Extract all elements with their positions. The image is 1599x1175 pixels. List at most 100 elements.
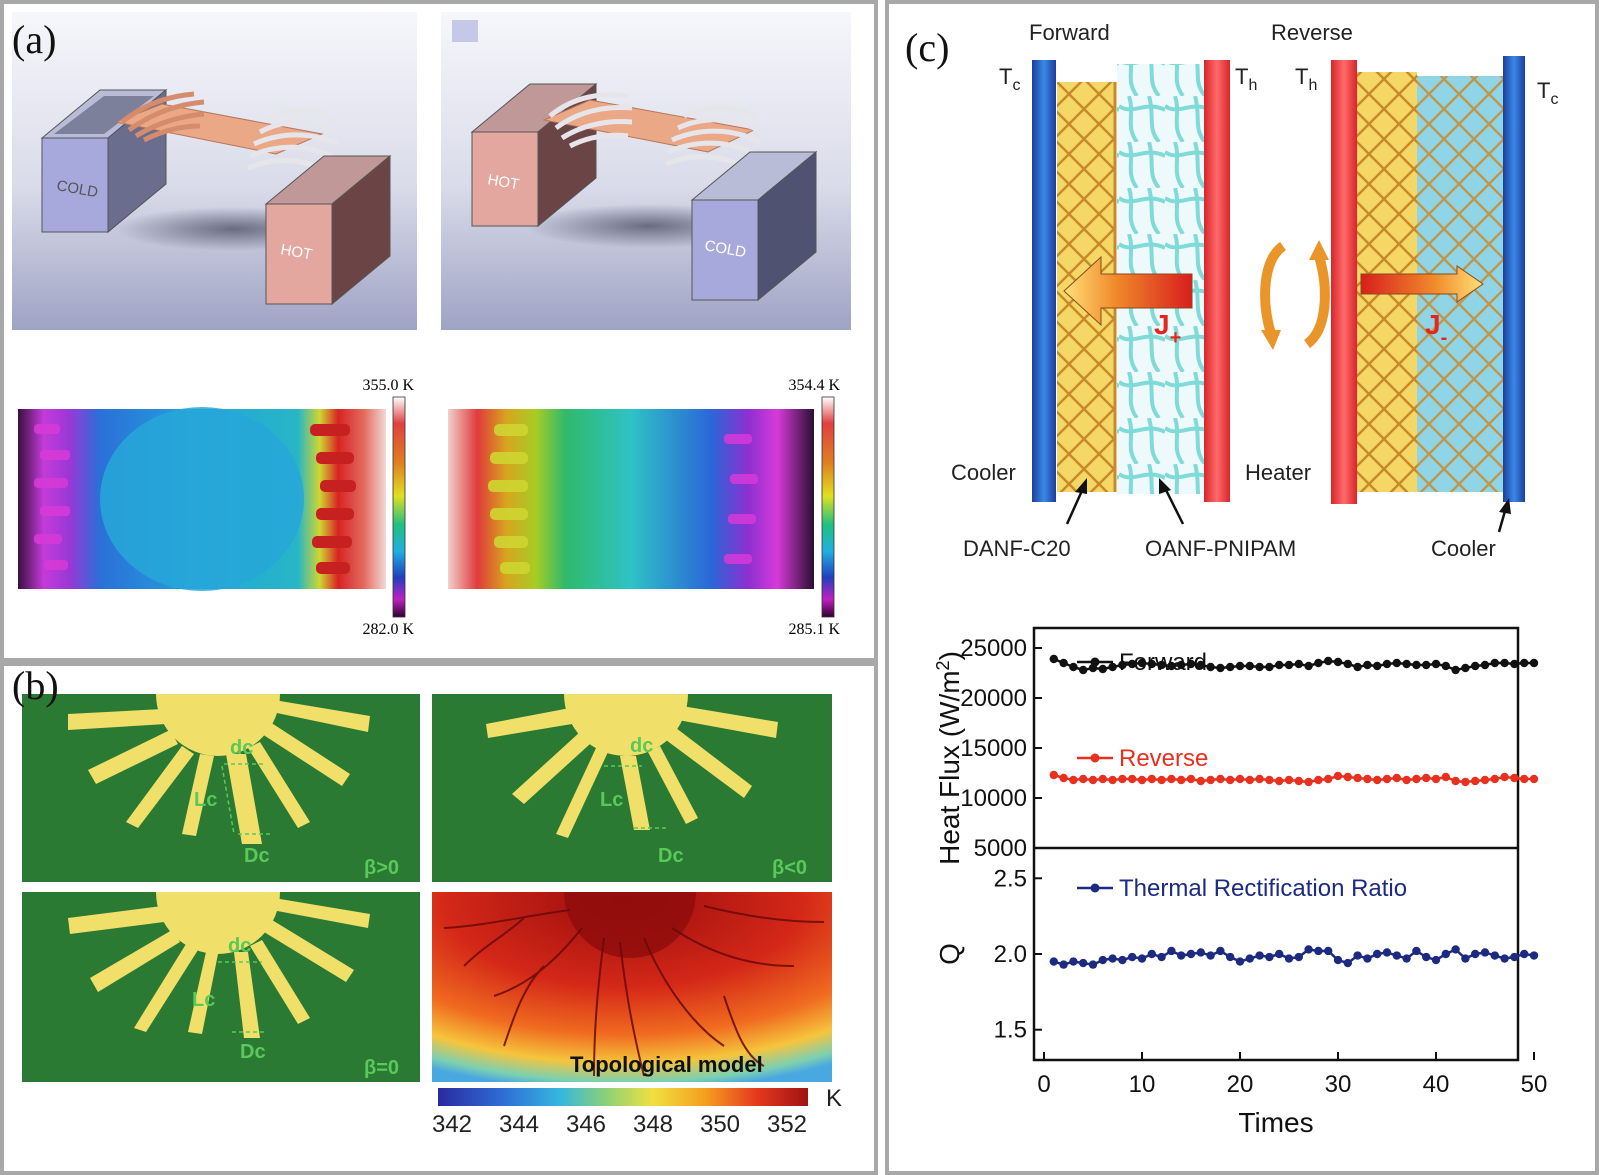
param-dc-2: dc xyxy=(630,735,653,757)
thermal-image-right xyxy=(448,409,814,589)
data-point-ratio xyxy=(1480,948,1490,957)
data-point-ratio xyxy=(1412,946,1421,956)
data-point-reverse xyxy=(1245,775,1254,785)
data-point-reverse xyxy=(1255,774,1264,784)
data-point-reverse xyxy=(1088,775,1098,785)
data-point-ratio xyxy=(1441,949,1450,959)
param-lc-1: Lc xyxy=(194,789,217,811)
data-point-forward xyxy=(1402,659,1411,669)
oanf-label: OANF-PNIPAM xyxy=(1145,536,1296,561)
tc-reverse-main: T xyxy=(1537,78,1550,103)
data-point-forward xyxy=(1255,662,1264,672)
data-point-forward xyxy=(1392,658,1401,668)
data-point-reverse xyxy=(1529,774,1539,784)
data-point-reverse xyxy=(1059,773,1068,783)
data-point-reverse xyxy=(1333,771,1343,781)
data-point-ratio xyxy=(1167,946,1176,956)
data-point-reverse xyxy=(1382,774,1392,784)
y-tick-label-bottom: 2.5 xyxy=(994,865,1027,892)
th-forward: Th xyxy=(1235,64,1257,94)
param-lc-3: Lc xyxy=(192,989,215,1011)
data-point-forward xyxy=(1098,664,1107,674)
cooler-reverse: Cooler xyxy=(1431,536,1496,561)
data-point-reverse xyxy=(1441,772,1450,782)
scene-reverse: HOT COLD xyxy=(441,12,851,330)
data-point-reverse xyxy=(1196,776,1205,786)
colorbar-b-ticks: 342 344 346 348 350 352 xyxy=(432,1111,807,1138)
data-point-ratio xyxy=(1069,957,1078,966)
data-point-forward xyxy=(1343,659,1352,669)
beta-zero-label: β=0 xyxy=(364,1057,399,1079)
data-point-ratio xyxy=(1461,954,1470,963)
legend-ratio-label: Thermal Rectification Ratio xyxy=(1119,875,1407,902)
data-point-ratio xyxy=(1157,952,1166,962)
data-point-reverse xyxy=(1490,774,1499,784)
beta-negative-label: β<0 xyxy=(772,857,807,879)
colorbar-left-max: 355.0 K xyxy=(362,377,414,394)
data-point-reverse xyxy=(1324,774,1333,784)
th-forward-sub: h xyxy=(1248,77,1257,94)
data-point-forward xyxy=(1422,660,1431,670)
data-point-forward xyxy=(1490,658,1499,668)
data-point-forward xyxy=(1382,659,1392,669)
data-point-reverse xyxy=(1206,775,1215,785)
data-point-reverse xyxy=(1294,776,1303,786)
data-point-ratio xyxy=(1529,951,1539,960)
colorbar-right-min: 285.1 K xyxy=(788,621,840,638)
data-point-reverse xyxy=(1314,775,1323,785)
y-tick-label-bottom: 2.0 xyxy=(994,941,1027,968)
data-point-forward xyxy=(1314,658,1323,668)
data-point-reverse xyxy=(1275,776,1284,786)
colorbar-b-unit: K xyxy=(826,1085,842,1112)
x-tick-label: 0 xyxy=(1037,1071,1050,1098)
colorbar-right xyxy=(821,396,835,618)
data-point-forward xyxy=(1157,660,1166,670)
data-point-forward xyxy=(1471,661,1480,671)
data-point-ratio xyxy=(1333,955,1343,965)
legend-reverse-label: Reverse xyxy=(1119,745,1208,772)
data-point-ratio xyxy=(1510,952,1519,962)
y-axis-label-top-end: ) xyxy=(934,651,965,660)
data-point-forward xyxy=(1431,659,1441,669)
data-point-ratio xyxy=(1079,958,1088,968)
colorbar-b-tick: 350 xyxy=(700,1111,740,1138)
hot-label-right: HOT xyxy=(486,171,520,193)
data-point-reverse xyxy=(1373,775,1382,785)
chart-frame xyxy=(1032,626,1520,1062)
y-tick-label-top: 25000 xyxy=(960,635,1027,662)
data-point-ratio xyxy=(1245,954,1254,963)
data-point-ratio xyxy=(1373,949,1382,959)
th-reverse: Th xyxy=(1295,64,1317,94)
topological-model-label: Topological model xyxy=(570,1052,763,1077)
reverse-diagram xyxy=(1331,56,1525,504)
data-point-forward xyxy=(1265,662,1274,672)
data-point-reverse xyxy=(1069,775,1078,785)
data-point-ratio xyxy=(1490,951,1499,960)
beta-positive-label: β>0 xyxy=(364,857,399,879)
forward-title: Forward xyxy=(1029,20,1110,45)
colorbar-right-max: 354.4 K xyxy=(788,377,840,394)
panel-a-label: (a) xyxy=(12,17,57,62)
data-point-forward xyxy=(1510,659,1519,669)
data-point-ratio xyxy=(1324,946,1333,956)
data-point-reverse xyxy=(1392,773,1401,783)
hot-label-left: HOT xyxy=(279,241,313,263)
data-point-reverse xyxy=(1520,774,1529,784)
data-point-forward xyxy=(1069,662,1078,672)
colorbar-b-tick: 348 xyxy=(633,1111,673,1138)
legend-reverse: Reverse xyxy=(1077,745,1208,772)
data-point-ratio xyxy=(1451,945,1460,954)
data-point-reverse xyxy=(1265,775,1274,785)
x-tick-label: 30 xyxy=(1325,1071,1352,1098)
data-point-ratio xyxy=(1382,948,1392,957)
danf-label: DANF-C20 xyxy=(963,536,1071,561)
param-Dc-1: Dc xyxy=(244,845,270,867)
y-tick-label-top: 20000 xyxy=(960,685,1027,712)
data-point-reverse xyxy=(1343,772,1352,782)
y-tick-label-top: 5000 xyxy=(974,835,1027,862)
colorbar-b-tick: 342 xyxy=(432,1111,472,1138)
data-point-forward xyxy=(1128,659,1137,669)
data-point-forward xyxy=(1196,660,1205,670)
legend-forward: Forward xyxy=(1077,649,1207,676)
cooler-forward: Cooler xyxy=(951,460,1016,485)
